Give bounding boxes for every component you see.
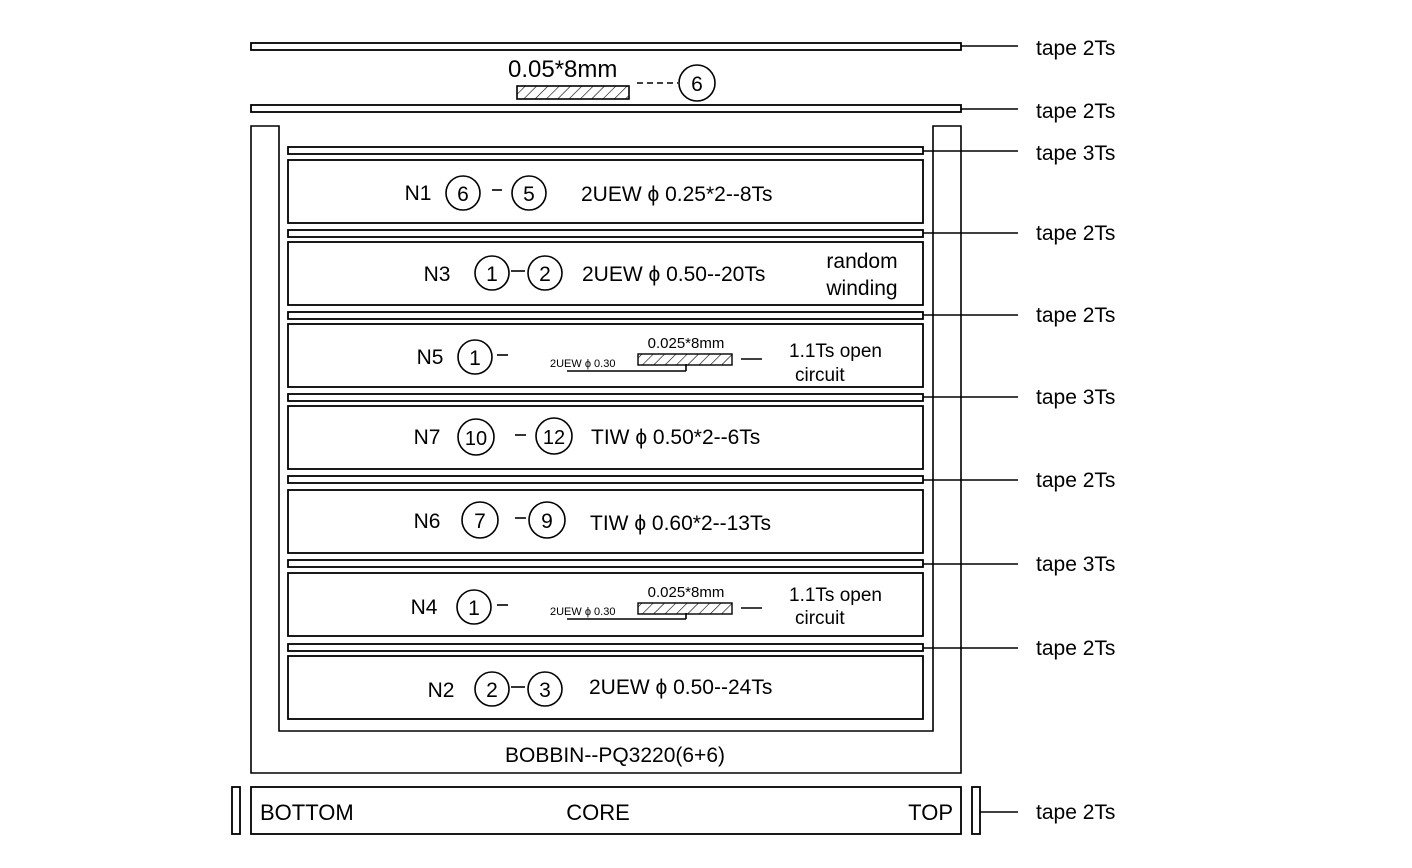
inner-tape — [287, 311, 924, 320]
pin-circle — [678, 64, 716, 102]
pin-number: 2 — [539, 263, 551, 286]
winding-name: N1 — [405, 182, 432, 205]
pin-circle — [474, 255, 510, 291]
core-center-label: CORE — [566, 800, 630, 825]
core-end-tape-left — [231, 786, 241, 835]
pin-circle — [456, 589, 492, 625]
winding-box — [287, 572, 924, 637]
pin-circle — [527, 255, 563, 291]
pin-number: 1 — [468, 597, 480, 620]
pin-number: 6 — [457, 183, 469, 206]
foil-label: 0.025*8mm — [648, 584, 725, 601]
winding-n2: N2 2 3 2UEW ϕ 0.50--24Ts — [287, 655, 924, 720]
winding-note: winding — [825, 277, 897, 300]
pin-number: 7 — [474, 510, 486, 533]
copper-foil — [637, 353, 733, 366]
core-left-label: BOTTOM — [260, 800, 354, 825]
winding-name: N3 — [424, 263, 451, 286]
tape-label: tape 2Ts — [1036, 100, 1115, 123]
winding-box — [287, 405, 924, 470]
winding-name: N7 — [414, 426, 441, 449]
winding-n4: N4 1 2UEW ϕ 0.30 0.025*8mm 1.1Ts open ci… — [287, 572, 924, 637]
winding-note: 1.1Ts open — [789, 585, 882, 606]
pin-circle — [445, 175, 481, 211]
winding-n5: N5 1 2UEW ϕ 0.30 0.025*8mm 1.1Ts open ci… — [287, 323, 924, 388]
winding-name: N2 — [428, 679, 455, 702]
winding-box — [287, 323, 924, 388]
pin-number: 9 — [541, 510, 553, 533]
winding-note: random — [826, 250, 897, 273]
pin-circle — [461, 501, 499, 539]
copper-foil — [516, 85, 630, 100]
inner-tape — [287, 393, 924, 402]
small-wire-spec: 2UEW ϕ 0.30 — [550, 358, 615, 370]
pin-number: 2 — [486, 679, 498, 702]
winding-box — [287, 655, 924, 720]
pin-number: 6 — [691, 73, 703, 96]
winding-box — [287, 159, 924, 224]
wire-spec: 2UEW ϕ 0.25*2--8Ts — [581, 183, 773, 206]
copper-shield-label: 0.05*8mm — [508, 56, 617, 83]
pin-number: 10 — [465, 428, 487, 450]
pin-circle — [457, 339, 493, 375]
tape-label: tape 3Ts — [1036, 386, 1115, 409]
bobbin-outline — [250, 125, 962, 774]
winding-n6: N6 7 9 TIW ϕ 0.60*2--13Ts — [287, 489, 924, 554]
winding-note: 1.1Ts open — [789, 341, 882, 362]
wire-spec: 2UEW ϕ 0.50--24Ts — [589, 676, 772, 699]
foil-label: 0.025*8mm — [648, 335, 725, 352]
winding-name: N5 — [417, 346, 444, 369]
winding-box — [287, 241, 924, 306]
wire-spec: 2UEW ϕ 0.50--20Ts — [582, 263, 765, 286]
outer-tape — [250, 104, 962, 113]
wire-spec: TIW ϕ 0.60*2--13Ts — [590, 512, 771, 535]
winding-n7: N7 10 12 TIW ϕ 0.50*2--6Ts — [287, 405, 924, 470]
small-wire-spec: 2UEW ϕ 0.30 — [550, 606, 615, 618]
tape-label: tape 2Ts — [1036, 637, 1115, 660]
tape-label: tape 2Ts — [1036, 222, 1115, 245]
wire-spec: TIW ϕ 0.50*2--6Ts — [591, 426, 760, 449]
tape-label: tape 2Ts — [1036, 469, 1115, 492]
inner-tape — [287, 475, 924, 484]
pin-number: 3 — [539, 679, 551, 702]
pin-circle — [457, 418, 495, 456]
winding-note: circuit — [795, 608, 845, 629]
pin-circle — [528, 501, 566, 539]
winding-name: N6 — [414, 510, 441, 533]
inner-tape — [287, 559, 924, 568]
pin-circle — [527, 671, 563, 707]
core-end-tape-right — [971, 786, 981, 835]
core-right-label: TOP — [908, 800, 953, 825]
winding-n3: N3 1 2 2UEW ϕ 0.50--20Ts random winding — [287, 241, 924, 306]
tape-label: tape 3Ts — [1036, 142, 1115, 165]
tape-label: tape 3Ts — [1036, 553, 1115, 576]
tape-label: tape 2Ts — [1036, 801, 1115, 824]
copper-foil — [637, 602, 733, 615]
inner-tape — [287, 229, 924, 238]
pin-circle — [474, 671, 510, 707]
tape-label: tape 2Ts — [1036, 37, 1115, 60]
pin-circle — [535, 417, 573, 455]
inner-tape — [287, 643, 924, 652]
winding-note: circuit — [795, 365, 845, 386]
winding-box — [287, 489, 924, 554]
pin-number: 12 — [543, 427, 565, 449]
pin-number: 5 — [523, 183, 535, 206]
inner-tape — [287, 146, 924, 155]
tape-label: tape 2Ts — [1036, 304, 1115, 327]
core — [250, 786, 962, 835]
pin-number: 1 — [469, 347, 481, 370]
pin-circle — [511, 175, 547, 211]
pin-number: 1 — [486, 263, 498, 286]
winding-n1: N1 6 5 2UEW ϕ 0.25*2--8Ts — [287, 159, 924, 224]
outer-tape-top — [250, 42, 962, 51]
bobbin-label: BOBBIN--PQ3220(6+6) — [505, 744, 725, 767]
winding-name: N4 — [411, 596, 438, 619]
